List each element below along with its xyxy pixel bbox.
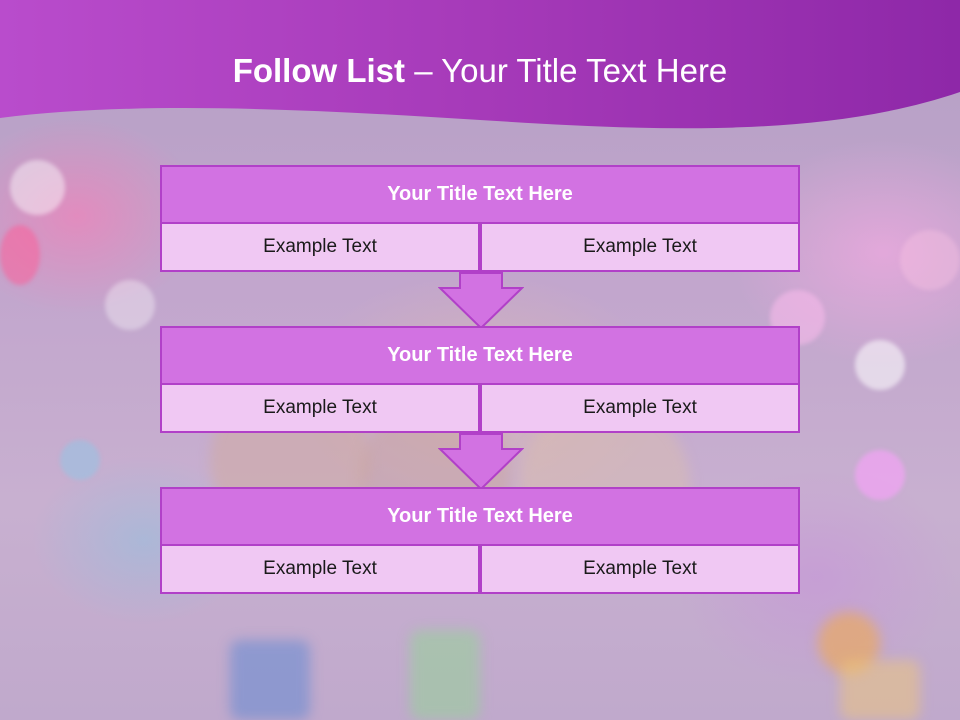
bokeh-light	[855, 450, 905, 500]
block-title: Your Title Text Here	[160, 326, 800, 385]
block-cell-right: Example Text	[480, 383, 800, 433]
bokeh-light	[900, 230, 960, 290]
drink-glass	[840, 660, 920, 720]
slide-header: Follow List – Your Title Text Here	[0, 0, 960, 140]
block-title: Your Title Text Here	[160, 487, 800, 546]
block-title: Your Title Text Here	[160, 165, 800, 224]
block-cell-left: Example Text	[160, 544, 480, 594]
bokeh-light	[105, 280, 155, 330]
flow-block-3: Your Title Text Here Example Text Exampl…	[160, 487, 800, 594]
flow-block-2: Your Title Text Here Example Text Exampl…	[160, 326, 800, 433]
down-arrow-icon	[438, 433, 524, 491]
drink-glass	[230, 640, 310, 720]
bokeh-light	[10, 160, 65, 215]
down-arrow-icon	[438, 272, 524, 330]
bokeh-light	[60, 440, 100, 480]
block-cell-left: Example Text	[160, 222, 480, 272]
bokeh-light	[855, 340, 905, 390]
header-wave	[0, 0, 960, 129]
block-cell-right: Example Text	[480, 222, 800, 272]
bokeh-light	[0, 225, 40, 285]
block-cell-right: Example Text	[480, 544, 800, 594]
title-rest: – Your Title Text Here	[405, 52, 728, 89]
slide-title: Follow List – Your Title Text Here	[0, 52, 960, 90]
flow-block-1: Your Title Text Here Example Text Exampl…	[160, 165, 800, 272]
block-cell-left: Example Text	[160, 383, 480, 433]
title-bold: Follow List	[232, 52, 406, 89]
drink-glass	[410, 630, 480, 720]
